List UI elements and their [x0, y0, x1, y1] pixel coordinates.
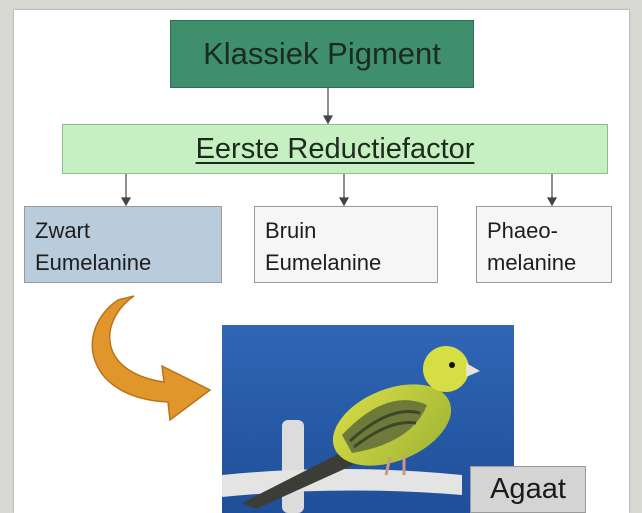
slide: Klassiek Pigment Eerste Reductiefactor Z…: [14, 10, 629, 513]
result-label: Agaat: [490, 473, 566, 506]
result-label-box: Agaat: [470, 466, 586, 513]
